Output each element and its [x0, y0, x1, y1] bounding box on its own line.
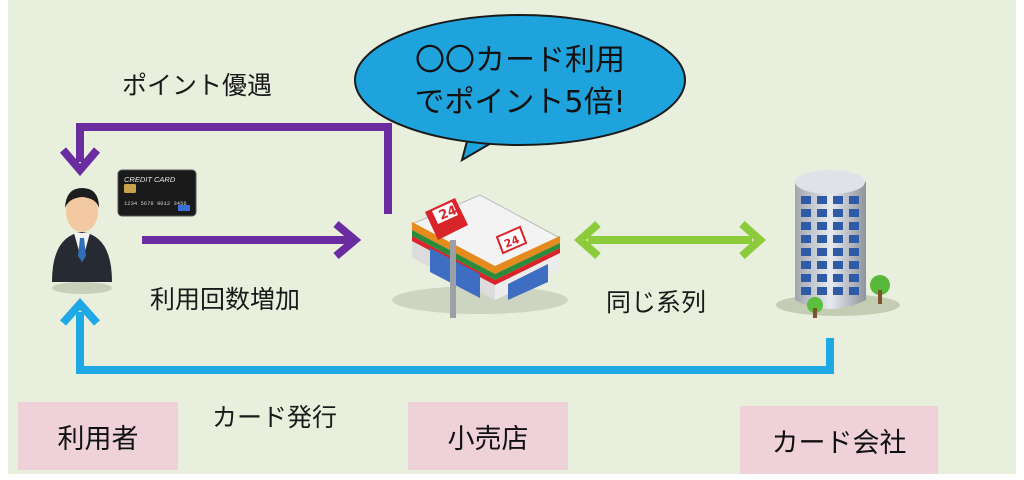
store-sign-side: 24	[502, 233, 521, 251]
building-window	[833, 209, 843, 217]
building-window	[801, 222, 811, 230]
building-window	[833, 235, 843, 243]
same-group-arrow	[573, 221, 767, 259]
businessman-icon	[52, 188, 112, 294]
user-label-box: 利用者	[18, 402, 178, 470]
building-window	[801, 248, 811, 256]
building-window	[849, 261, 859, 269]
building-window	[817, 222, 827, 230]
building-window	[801, 287, 811, 295]
building-window	[849, 248, 859, 256]
bubble-message: 〇〇カード利用 でポイント5倍!	[395, 40, 645, 124]
building-window	[801, 196, 811, 204]
building-window	[817, 235, 827, 243]
convenience-store-icon	[392, 194, 568, 318]
building-window	[833, 196, 843, 204]
building-window	[833, 248, 843, 256]
credit-card-icon: CREDIT CARD 1234 5678 9012 3456	[117, 169, 197, 217]
office-building-icon	[776, 170, 900, 318]
building-window	[849, 235, 859, 243]
card-issue-arrow	[60, 298, 834, 374]
building-window	[833, 261, 843, 269]
building-window	[849, 196, 859, 204]
usage-increase-arrow	[142, 220, 362, 260]
building-window	[817, 261, 827, 269]
same-group-label: 同じ系列	[606, 288, 707, 317]
building-window	[801, 274, 811, 282]
building-window	[817, 209, 827, 217]
building-window	[801, 261, 811, 269]
building-window	[801, 209, 811, 217]
usage-increase-label: 利用回数増加	[150, 285, 301, 314]
building-window	[849, 209, 859, 217]
building-window	[849, 274, 859, 282]
point-benefit-label: ポイント優遇	[122, 71, 273, 100]
building-window	[817, 196, 827, 204]
building-window	[833, 287, 843, 295]
building-window	[833, 274, 843, 282]
building-window	[801, 235, 811, 243]
building-window	[817, 287, 827, 295]
speech-bubble	[354, 14, 686, 163]
store-sign-main: 24	[437, 203, 459, 224]
building-window	[817, 274, 827, 282]
card-issue-label: カード発行	[212, 403, 338, 432]
building-window	[833, 222, 843, 230]
bubble-line-2: でポイント5倍!	[414, 85, 626, 120]
building-window	[849, 287, 859, 295]
card-number: 1234 5678 9012 3456	[124, 200, 187, 207]
building-window	[817, 248, 827, 256]
building-window	[849, 222, 859, 230]
card-title: CREDIT CARD	[124, 175, 176, 184]
retailer-label-box: 小売店	[408, 402, 568, 470]
card-company-label-box: カード会社	[740, 406, 938, 474]
bubble-line-1: 〇〇カード利用	[415, 43, 625, 78]
point-benefit-arrow	[59, 123, 392, 214]
